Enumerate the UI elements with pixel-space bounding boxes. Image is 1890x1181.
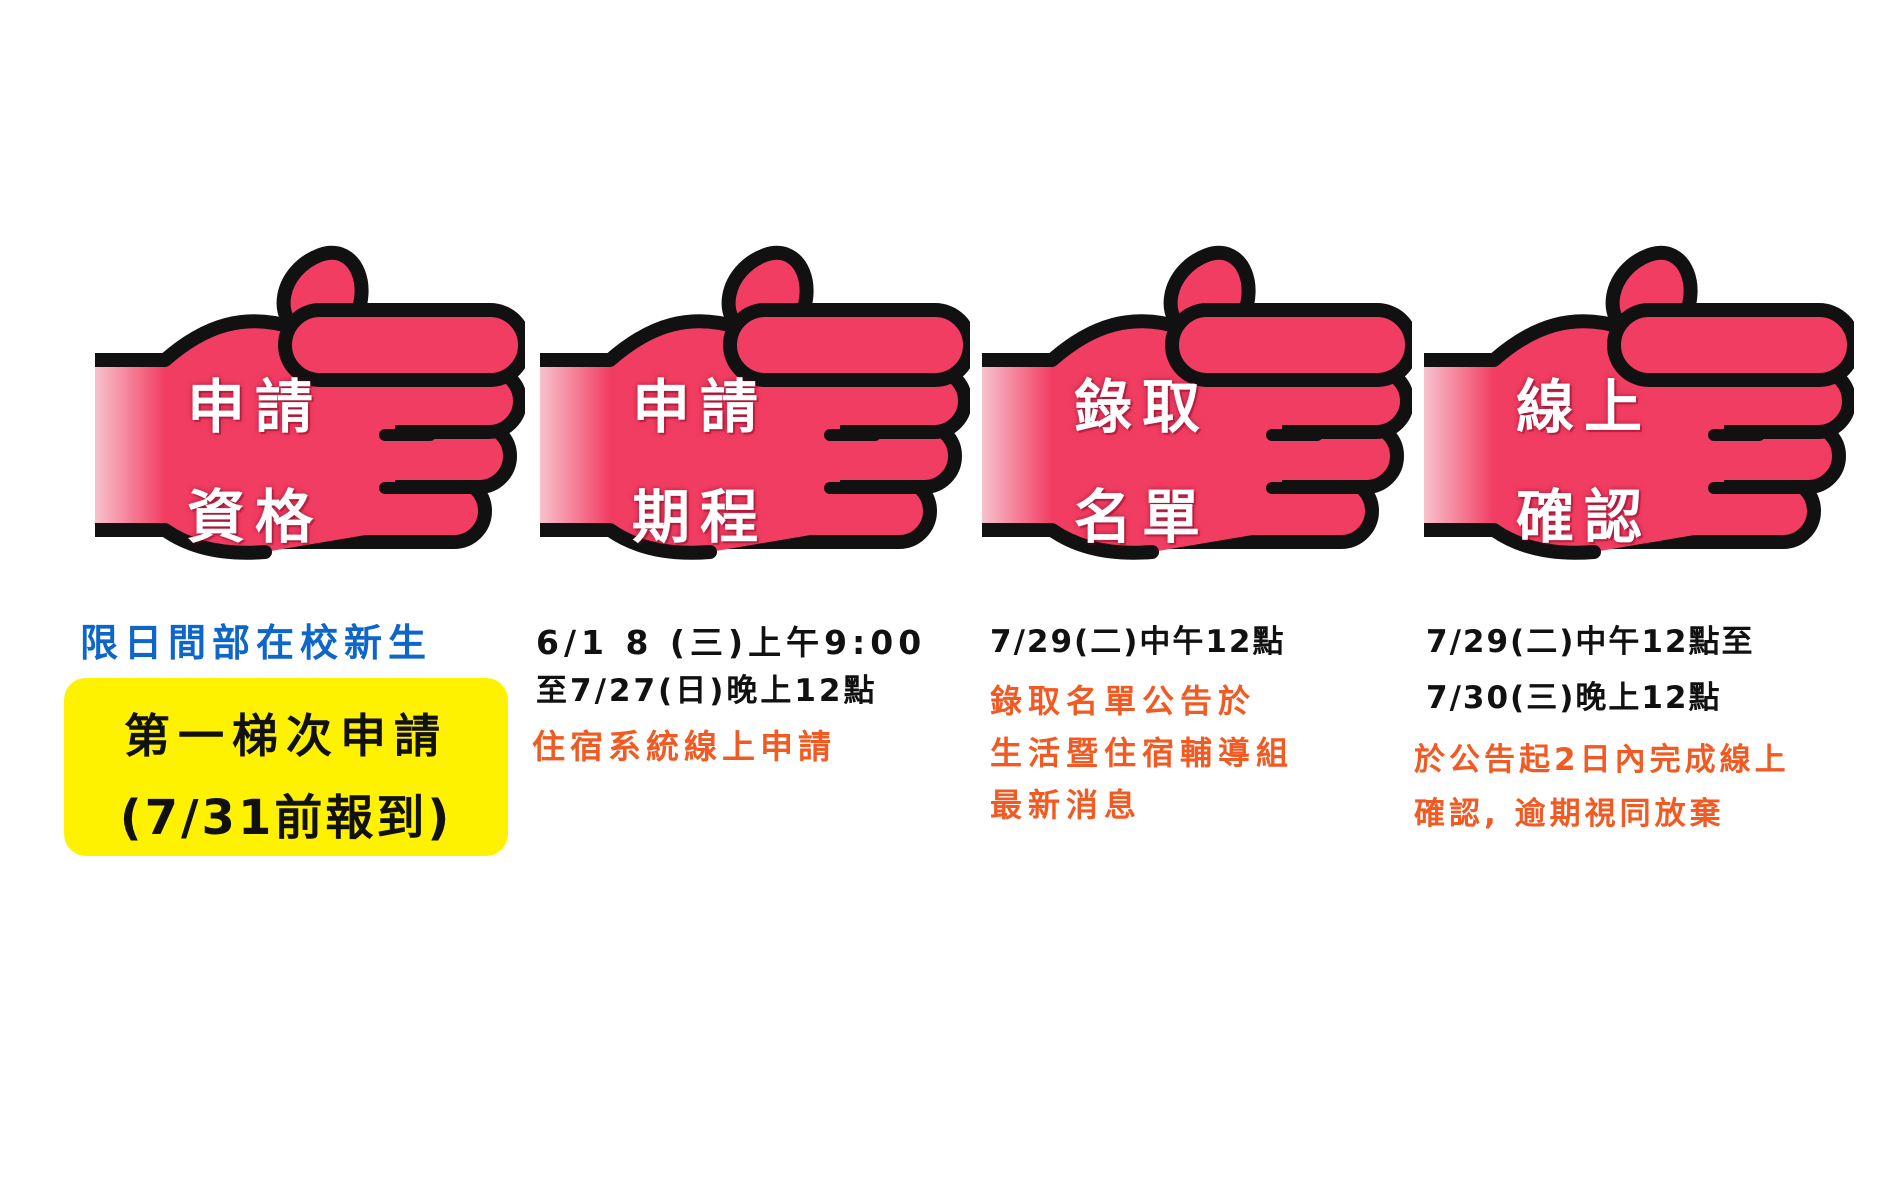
confirm-date-start: 7/29(二)中午12點至	[1426, 624, 1755, 660]
period-date-start: 6/1 8 (三)上午9:00	[536, 623, 927, 662]
confirm-note-line2: 確認, 逾期視同放棄	[1414, 796, 1725, 832]
admission-note-line2: 生活暨住宿輔導組	[990, 734, 1295, 772]
first-round-badge: 第一梯次申請 (7/31前報到)	[64, 678, 508, 856]
step-title-line2: 名單	[1073, 483, 1210, 551]
period-date-end: 至7/27(日)晚上12點	[536, 673, 878, 709]
badge-deadline: (7/31前報到)	[119, 790, 453, 846]
step-admission-list: 錄取 名單	[982, 0, 1432, 1181]
badge-title: 第一梯次申請	[124, 709, 448, 763]
step-title-line2: 資格	[186, 483, 323, 551]
confirm-date-end: 7/30(三)晚上12點	[1426, 680, 1722, 716]
step-title-line2: 期程	[631, 483, 768, 551]
admission-note-line1: 錄取名單公告於	[990, 682, 1257, 720]
step-title-line1: 申請	[186, 373, 323, 441]
step-title-line1: 錄取	[1073, 373, 1210, 441]
admission-note-line3: 最新消息	[990, 786, 1143, 824]
eligibility-text: 限日間部在校新生	[80, 621, 433, 665]
step-application-period: 申請 期程	[540, 0, 990, 1181]
step-application-eligibility: 申請 資格	[95, 0, 545, 1181]
step-title-line2: 確認	[1515, 483, 1652, 551]
period-note: 住宿系統線上申請	[532, 727, 836, 766]
step-online-confirmation: 線上 確認	[1424, 0, 1874, 1181]
confirm-note-line1: 於公告起2日內完成線上	[1414, 742, 1790, 778]
admission-date: 7/29(二)中午12點	[990, 624, 1286, 660]
step-title-line1: 申請	[631, 373, 768, 441]
step-title-line1: 線上	[1515, 373, 1652, 441]
